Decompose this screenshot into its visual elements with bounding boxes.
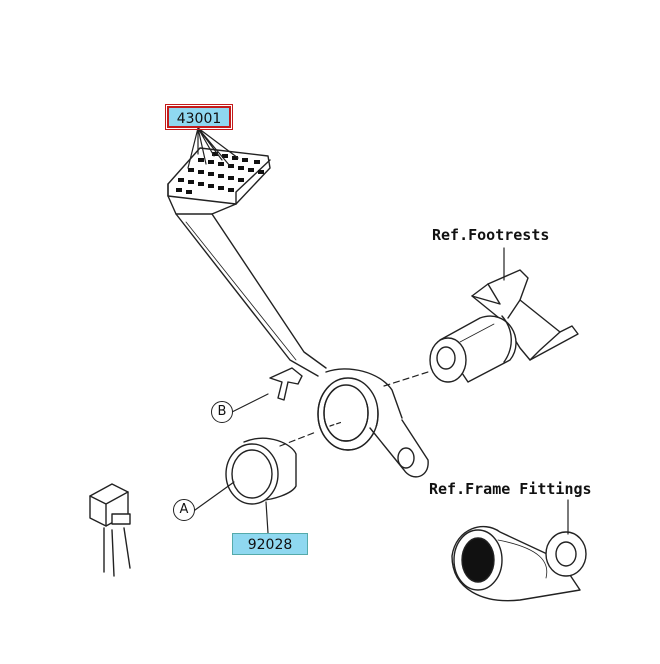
pedal-tread-pattern — [176, 152, 264, 194]
frame-fitting — [451, 525, 587, 602]
marker-a: A — [173, 499, 195, 521]
brake-pedal-arm — [167, 147, 429, 478]
ref-footrests-label: Ref.Footrests — [432, 226, 550, 244]
part-number-collar[interactable]: 92028 — [232, 533, 308, 555]
leader-lines — [187, 127, 569, 535]
switch-connector — [89, 483, 131, 577]
ref-frame-fittings-label: Ref.Frame Fittings — [429, 480, 592, 498]
pivot-collar — [224, 436, 297, 505]
footrest-bracket — [429, 269, 579, 383]
marker-b: B — [211, 401, 233, 423]
part-number-pedal[interactable]: 43001 — [165, 104, 233, 130]
